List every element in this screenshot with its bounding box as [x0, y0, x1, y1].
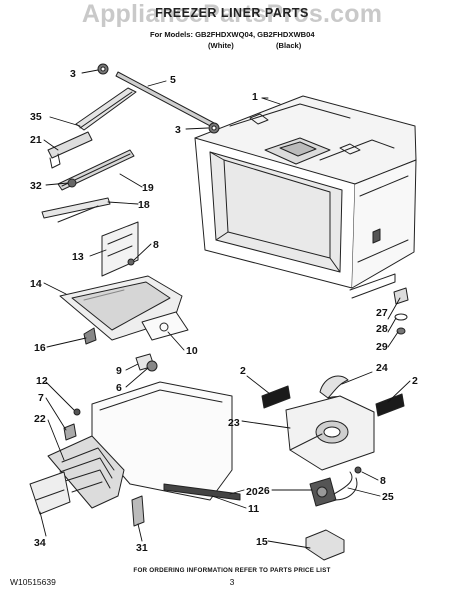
callout-6: 6 — [116, 382, 122, 394]
callout-26: 26 — [258, 485, 270, 497]
callout-3a: 3 — [70, 68, 76, 80]
callout-1: 1 — [252, 91, 258, 103]
callout-8b: 8 — [380, 475, 386, 487]
callout-29: 29 — [376, 341, 388, 353]
bracket-part-21 — [47, 131, 93, 169]
ordering-note: FOR ORDERING INFORMATION REFER TO PARTS … — [133, 567, 331, 574]
callout-27: 27 — [376, 307, 388, 319]
document-number: W10515639 — [10, 577, 56, 587]
models-line: For Models: GB2FHDXWQ04, GB2FHDXWB04 — [150, 30, 315, 39]
screw-part-12 — [73, 408, 81, 416]
callout-16: 16 — [34, 342, 46, 354]
rail-part-35 — [75, 87, 137, 131]
color-white: (White) — [208, 41, 234, 50]
callout-13: 13 — [72, 251, 84, 263]
grille-part-22 — [47, 435, 125, 509]
screw-part-3b — [208, 122, 220, 134]
cap-part-29 — [396, 327, 406, 335]
socket-part-6 — [146, 360, 158, 372]
page-title: FREEZER LINER PARTS — [155, 6, 309, 20]
page-number: 3 — [229, 577, 235, 587]
damper-part-27 — [393, 287, 409, 305]
screw-part-32 — [67, 178, 77, 188]
motor-part-26 — [309, 477, 337, 507]
callout-20: 20 — [246, 486, 258, 498]
callout-18: 18 — [138, 199, 150, 211]
callout-32: 32 — [30, 180, 42, 192]
trim-strip-part-20 — [163, 483, 241, 501]
callout-9: 9 — [116, 365, 122, 377]
leader-lines — [39, 69, 411, 549]
callout-14: 14 — [30, 278, 42, 290]
cover-part-34 — [29, 471, 71, 515]
wire-harness-part-25 — [333, 471, 358, 501]
gasket-part-10 — [141, 311, 189, 341]
callout-10: 10 — [186, 345, 198, 357]
clip-part-7 — [63, 423, 77, 441]
insulation-part-2b — [375, 393, 405, 417]
screw-part-8a — [127, 258, 135, 266]
rail-part-18 — [41, 197, 111, 223]
callout-2a: 2 — [240, 365, 246, 377]
callout-31: 31 — [136, 542, 148, 554]
callout-25: 25 — [382, 491, 394, 503]
screw-part-3a — [97, 63, 109, 75]
callout-2b: 2 — [412, 375, 418, 387]
rod-part-5 — [115, 71, 217, 129]
callout-3b: 3 — [175, 124, 181, 136]
fan-housing-part-23 — [285, 395, 375, 471]
bracket-part-15 — [305, 529, 345, 561]
screw-part-8b — [354, 466, 362, 474]
callout-34: 34 — [34, 537, 46, 549]
callout-11: 11 — [248, 503, 259, 515]
callout-8a: 8 — [153, 239, 159, 251]
callout-12: 12 — [36, 375, 48, 387]
callout-22: 22 — [34, 413, 46, 425]
clip-part-31 — [131, 495, 145, 527]
clip-part-16 — [83, 327, 97, 345]
gasket-part-28 — [394, 313, 408, 321]
freezer-liner-part — [194, 95, 417, 299]
callout-5: 5 — [170, 74, 176, 86]
callout-24: 24 — [376, 362, 388, 374]
bracket-part-13 — [101, 221, 139, 277]
color-black: (Black) — [275, 41, 302, 50]
callout-7: 7 — [38, 392, 44, 404]
callout-labels: 3 5 1 3 35 21 32 19 18 13 8 14 16 10 9 6… — [30, 68, 418, 554]
insulation-part-2a — [261, 385, 291, 409]
watermark: AppliancePartsPros.com — [81, 0, 383, 28]
cover-panel-part-11 — [91, 381, 233, 501]
callout-35: 35 — [30, 111, 42, 123]
callout-19: 19 — [142, 182, 154, 194]
model-info: For Models: GB2FHDXWQ04, GB2FHDXWB04 (Wh… — [150, 29, 315, 51]
callout-28: 28 — [376, 323, 388, 335]
callout-15: 15 — [256, 536, 268, 548]
callout-23: 23 — [228, 417, 240, 429]
callout-21: 21 — [30, 134, 42, 146]
